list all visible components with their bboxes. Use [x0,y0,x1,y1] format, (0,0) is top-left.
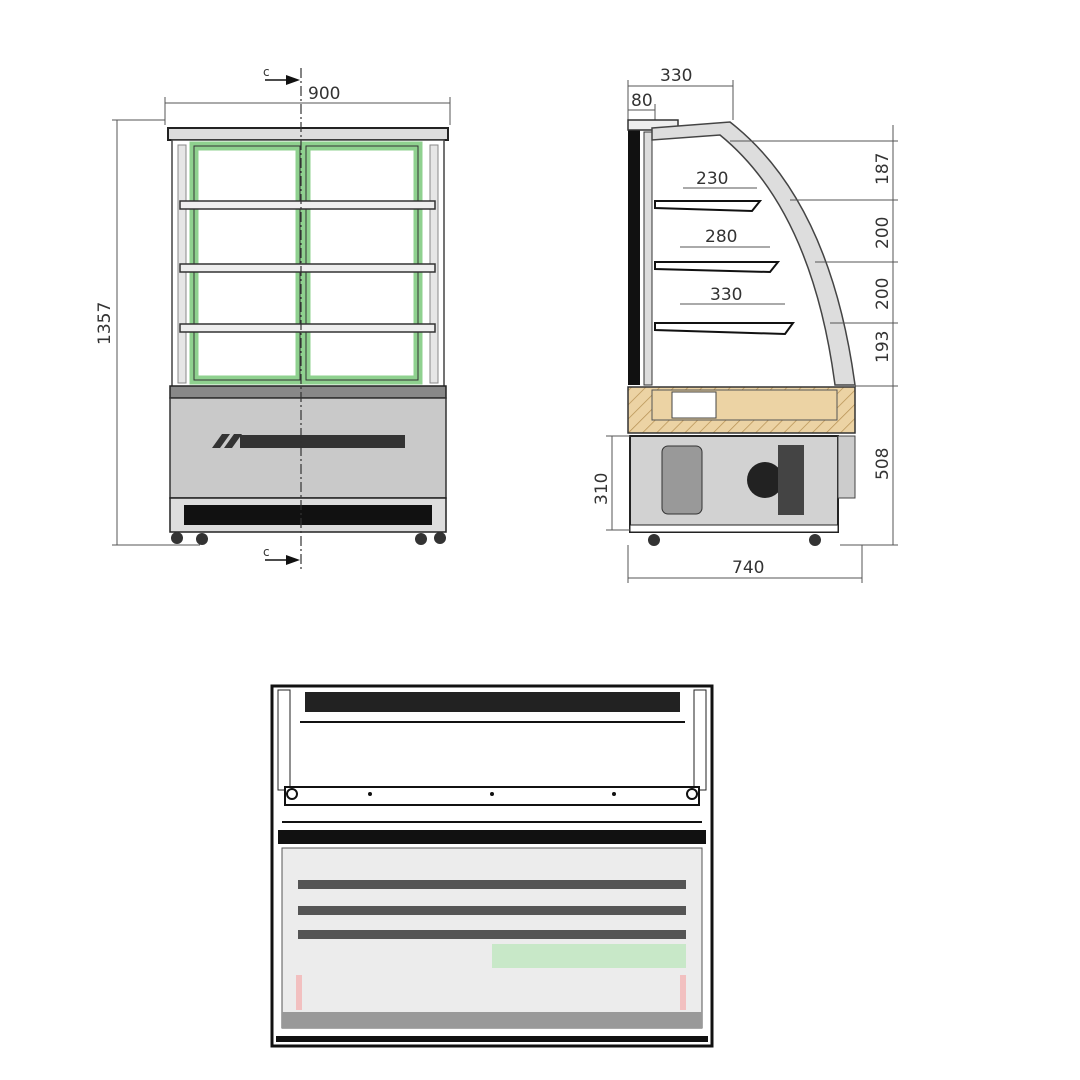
top-rail [305,692,680,712]
shelf-strip [298,880,686,889]
wheel [196,533,208,545]
section-arrow-bottom: c [263,545,300,565]
machine-compartment [629,435,839,533]
curved-glass [651,121,856,386]
shelf [179,200,436,210]
wheel [648,534,660,546]
svg-text:330: 330 [710,285,742,305]
evaporator [671,391,717,419]
shelf-strip [298,906,686,915]
svg-text:280: 280 [705,227,737,247]
shelf [179,263,436,273]
shelf-strip [298,930,686,939]
wheel [434,532,446,544]
front-view: 900 1357 [95,65,451,572]
base-height-label: 508 [873,448,893,480]
spacing-label: 187 [873,153,893,185]
wheel [809,534,821,546]
spacing-label: 193 [873,331,893,363]
green-panel [492,944,686,968]
section-arrow-top: c [263,65,300,85]
wheel [171,532,183,544]
side-view: 330 80 230 280 330 [592,66,898,583]
svg-text:c: c [263,545,270,559]
shelf-280: 280 [654,227,781,274]
machine-height-label: 310 [592,473,612,505]
back-depth-label: 80 [631,91,653,111]
compressor [661,445,703,515]
wheel [415,533,427,545]
total-depth-label: 740 [732,558,764,578]
fan [747,462,783,498]
brand-logo [212,434,405,448]
shelf-330: 330 [654,285,795,336]
shelf-230: 230 [654,169,763,213]
shelf [179,323,436,333]
ventilation-grille [184,505,432,525]
width-label: 900 [308,84,340,104]
spacing-label: 200 [873,217,893,249]
svg-text:230: 230 [696,169,728,189]
svg-text:c: c [263,65,270,79]
top-depth-label: 330 [660,66,692,86]
top-view [270,684,714,1048]
height-label: 1357 [95,302,115,345]
spacing-label: 200 [873,278,893,310]
